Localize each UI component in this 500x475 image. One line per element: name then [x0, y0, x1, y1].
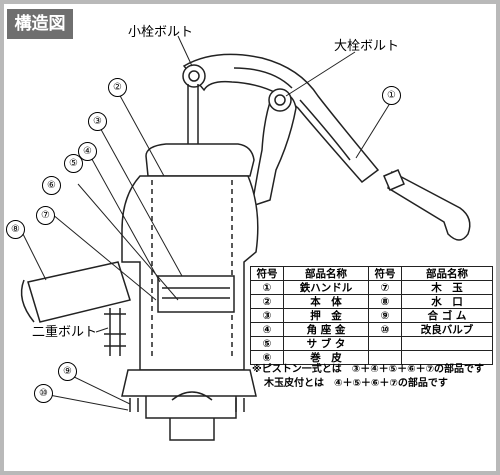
small-bolt-head	[182, 64, 206, 88]
figure-title-badge: 構造図	[7, 9, 73, 39]
large-bolt-label: 大栓ボルト	[334, 39, 400, 54]
table-cell: 巻 皮	[283, 350, 369, 365]
table-cell	[368, 336, 402, 351]
table-cell: 角 座 金	[283, 322, 369, 337]
marker-5: ⑤	[64, 154, 83, 173]
marker-6: ⑥	[42, 176, 61, 195]
table-cell: ⑥	[250, 350, 284, 365]
table-cell	[401, 336, 493, 351]
header-cell: 符号	[368, 266, 402, 281]
table-cell: ⑧	[368, 294, 402, 309]
table-cell: ③	[250, 308, 284, 323]
table-header-row: 符号 部品名称 符号 部品名称	[250, 266, 493, 281]
table-cell: 合 ゴ ム	[401, 308, 493, 323]
table-row: ② 本 体 ⑧ 水 口	[250, 294, 493, 309]
marker-1: ①	[382, 86, 401, 105]
marker-3: ③	[88, 112, 107, 131]
table-cell: ⑤	[250, 336, 284, 351]
header-cell: 部品名称	[283, 266, 369, 281]
table-row: ④ 角 座 金 ⑩ 改良バルブ	[250, 322, 493, 337]
handle-link-arm	[251, 93, 297, 208]
wooden-ball-note: 木玉皮付とは ④＋⑤＋⑥＋⑦の部品です	[264, 378, 448, 389]
parts-table: 符号 部品名称 符号 部品名称 ① 鉄ハンドル ⑦ 木 玉 ② 本 体 ⑧ 水 …	[250, 266, 493, 365]
leader-lines	[21, 35, 393, 411]
handle-grip	[387, 170, 471, 241]
pump-cap	[145, 143, 255, 177]
handle-inner-slot	[233, 67, 351, 161]
base-flange	[121, 369, 257, 397]
table-cell: サ ブ タ	[283, 336, 369, 351]
marker-7: ⑦	[36, 206, 55, 225]
table-cell: ④	[250, 322, 284, 337]
marker-2: ②	[108, 78, 127, 97]
spout	[27, 261, 131, 323]
header-cell: 符号	[250, 266, 284, 281]
table-cell	[401, 350, 493, 365]
marker-9: ⑨	[58, 362, 77, 381]
improved-valve	[171, 391, 213, 401]
double-bolt-label: 二重ボルト	[32, 325, 98, 340]
table-row: ⑥ 巻 皮	[250, 350, 493, 365]
table-cell: ⑨	[368, 308, 402, 323]
piston-block	[157, 275, 235, 313]
marker-4: ④	[78, 142, 97, 161]
table-cell: ⑦	[368, 280, 402, 295]
table-cell: ①	[250, 280, 284, 295]
table-row: ⑤ サ ブ タ	[250, 336, 493, 351]
large-bolt-head	[268, 88, 292, 112]
double-bolt	[104, 308, 126, 356]
small-bolt-label: 小栓ボルト	[128, 25, 194, 40]
table-cell: 改良バルブ	[401, 322, 493, 337]
marker-10: ⑩	[34, 384, 53, 403]
table-cell: ②	[250, 294, 284, 309]
table-cell: 水 口	[401, 294, 493, 309]
table-cell: 本 体	[283, 294, 369, 309]
table-cell: 木 玉	[401, 280, 493, 295]
table-cell: 鉄ハンドル	[283, 280, 369, 295]
table-row: ③ 押 金 ⑨ 合 ゴ ム	[250, 308, 493, 323]
table-cell: ⑩	[368, 322, 402, 337]
piston-set-note: ※ピストン一式とは ③＋④＋⑤＋⑥＋⑦の部品です	[252, 364, 485, 375]
marker-8: ⑧	[6, 220, 25, 239]
table-row: ① 鉄ハンドル ⑦ 木 玉	[250, 280, 493, 295]
header-cell: 部品名称	[401, 266, 493, 281]
table-cell: 押 金	[283, 308, 369, 323]
